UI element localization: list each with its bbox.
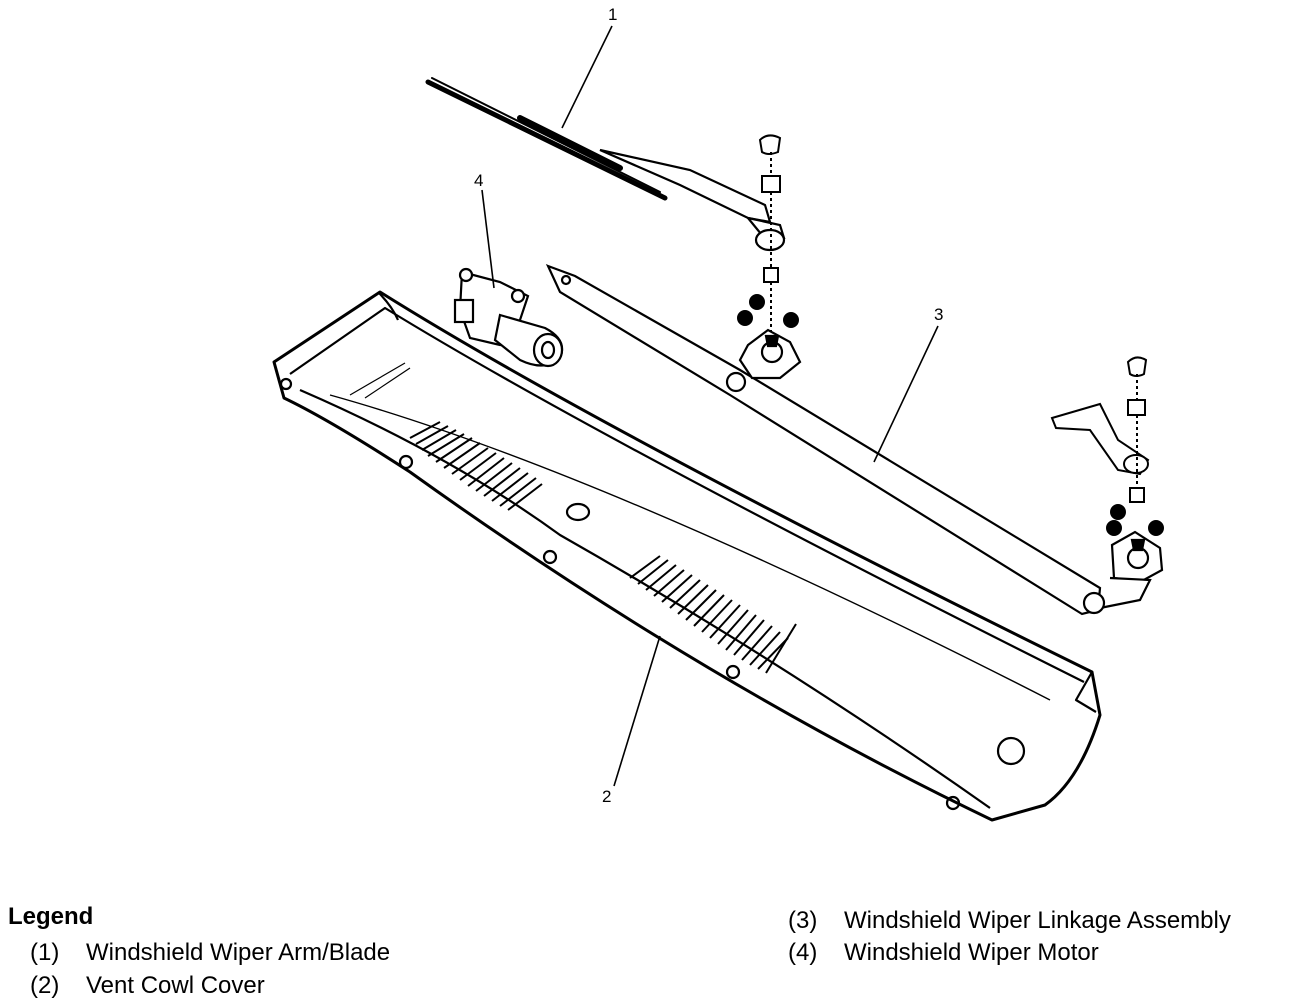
legend-item-number: (3) — [788, 907, 818, 934]
legend-item-label: Vent Cowl Cover — [86, 972, 265, 999]
vent-slots-right — [629, 555, 797, 674]
callout-4: 4 — [474, 171, 483, 190]
leader-line-1 — [561, 25, 613, 129]
legend-item-number: (4) — [788, 939, 818, 966]
leader-lines — [481, 25, 939, 787]
legend-item-2: (2) Vent Cowl Cover — [30, 972, 265, 1000]
wiper-motor — [453, 267, 564, 368]
legend-item-label: Windshield Wiper Motor — [844, 939, 1099, 966]
legend-item-3: (3) Windshield Wiper Linkage Assembly — [788, 907, 1231, 935]
callout-1: 1 — [608, 5, 617, 24]
legend-item-number: (1) — [30, 939, 60, 966]
vent-cowl-cover — [272, 290, 1102, 822]
legend-item-1: (1) Windshield Wiper Arm/Blade — [30, 939, 390, 967]
wiper-system-diagram: 1 4 3 2 — [272, 5, 1164, 822]
callout-3: 3 — [934, 305, 943, 324]
left-pivot-hardware — [737, 134, 799, 332]
wiper-linkage-assembly — [545, 264, 1164, 616]
right-arm-and-hardware — [1050, 356, 1164, 536]
callout-2: 2 — [602, 787, 611, 806]
leader-line-2 — [613, 635, 661, 787]
leader-line-3 — [873, 325, 939, 463]
legend-item-label: Windshield Wiper Linkage Assembly — [844, 907, 1231, 934]
legend-title: Legend — [8, 903, 94, 930]
wiper-arm-blade — [425, 77, 786, 252]
legend-item-label: Windshield Wiper Arm/Blade — [86, 939, 391, 966]
leader-line-4 — [481, 189, 495, 289]
legend-item-number: (2) — [30, 972, 60, 999]
legend-item-4: (4) Windshield Wiper Motor — [788, 939, 1099, 967]
vent-slots-left — [409, 421, 543, 511]
